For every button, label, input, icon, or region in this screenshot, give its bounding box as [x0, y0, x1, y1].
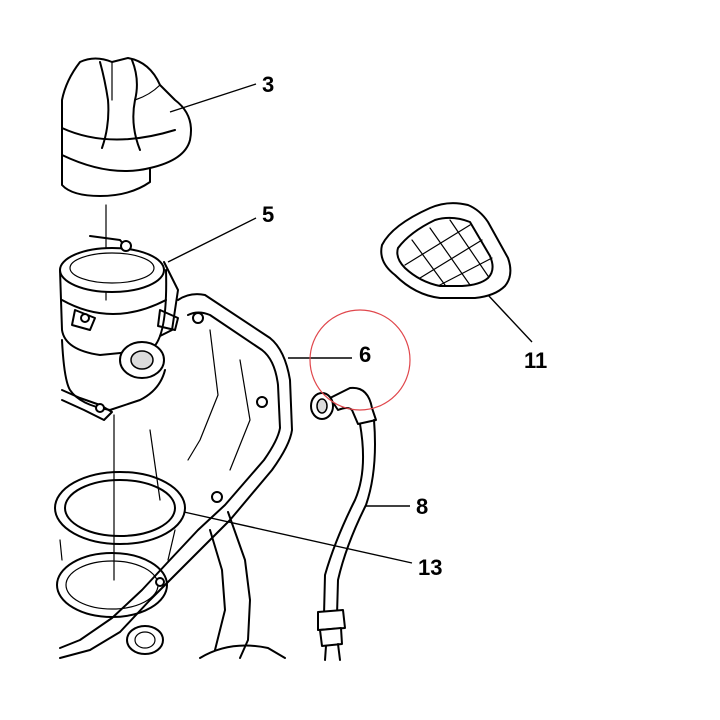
callout-6: 6	[359, 342, 371, 367]
part-11-cover-grille	[380, 202, 512, 299]
callout-5: 5	[262, 202, 274, 227]
callout-8: 8	[416, 494, 428, 519]
leader-3	[169, 83, 257, 113]
part-13-gasket	[54, 471, 186, 618]
part-8-breather-hose	[317, 419, 376, 661]
leader-13	[183, 511, 413, 564]
leader-lines	[167, 83, 533, 564]
leader-11	[487, 294, 533, 343]
part-5-throttle-body	[59, 235, 179, 421]
part-6-breather-elbow	[310, 386, 377, 425]
part-3-intake-boot	[61, 57, 192, 197]
callout-13: 13	[418, 555, 442, 580]
leader-5	[167, 217, 257, 263]
callout-3: 3	[262, 72, 274, 97]
highlight-circle	[309, 309, 411, 411]
callout-11: 11	[524, 348, 547, 373]
airbox-housing	[59, 293, 293, 659]
